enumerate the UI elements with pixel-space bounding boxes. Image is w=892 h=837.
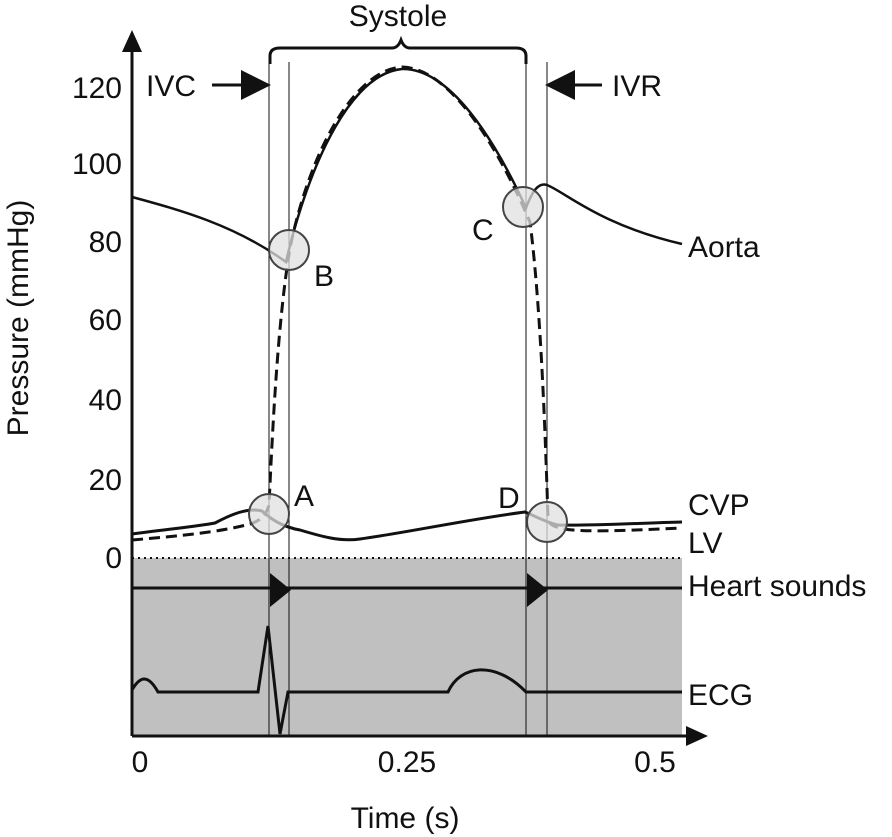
x-tick-labels: 0 0.25 0.5 <box>132 746 676 779</box>
x-tick-label: 0.5 <box>634 746 676 779</box>
y-axis-title: Pressure (mmHg) <box>2 200 35 437</box>
y-tick-label: 80 <box>89 226 122 259</box>
x-axis-arrow <box>686 726 708 746</box>
cvp-trace <box>131 508 683 542</box>
valve-marker-b <box>268 229 310 271</box>
x-tick-label: 0 <box>132 746 149 779</box>
trace-label-heart-sounds: Heart sounds <box>688 570 866 603</box>
heart-sound-s2-marker <box>527 573 548 607</box>
y-tick-label: 40 <box>89 384 122 417</box>
y-tick-label: 100 <box>72 148 122 181</box>
y-tick-label: 120 <box>72 72 122 105</box>
marker-label-d: D <box>498 482 520 515</box>
marker-label-a: A <box>294 480 314 513</box>
systole-label: Systole <box>349 0 447 33</box>
trace-labels: Aorta CVP LV Heart sounds ECG <box>688 231 866 712</box>
ivc-label: IVC <box>146 70 196 103</box>
lv-pressure-trace <box>131 65 683 542</box>
trace-label-aorta: Aorta <box>688 231 760 264</box>
marker-label-b: B <box>314 260 334 293</box>
valve-marker-d <box>526 501 568 543</box>
ecg-trace <box>130 625 682 735</box>
y-axis-arrow <box>122 30 142 52</box>
phase-lines <box>268 62 548 736</box>
aorta-pressure-trace <box>131 67 683 265</box>
x-axis-title: Time (s) <box>351 802 460 835</box>
y-tick-labels: 120 100 80 60 40 20 0 <box>72 72 122 575</box>
valve-marker-a <box>248 493 290 535</box>
y-tick-label: 20 <box>89 464 122 497</box>
trace-label-lv: LV <box>688 527 722 560</box>
y-tick-label: 0 <box>105 542 122 575</box>
marker-label-c: C <box>472 214 494 247</box>
x-tick-label: 0.25 <box>378 746 436 779</box>
heart-sound-s1-marker <box>270 573 291 607</box>
ivr-label: IVR <box>612 70 662 103</box>
marker-labels: A B C D <box>294 214 520 515</box>
lower-shaded-panel <box>132 558 682 736</box>
valve-marker-c <box>502 186 544 228</box>
y-tick-label: 60 <box>89 304 122 337</box>
trace-label-ecg: ECG <box>688 679 753 712</box>
trace-label-cvp: CVP <box>688 489 750 522</box>
systole-brace <box>268 35 528 64</box>
